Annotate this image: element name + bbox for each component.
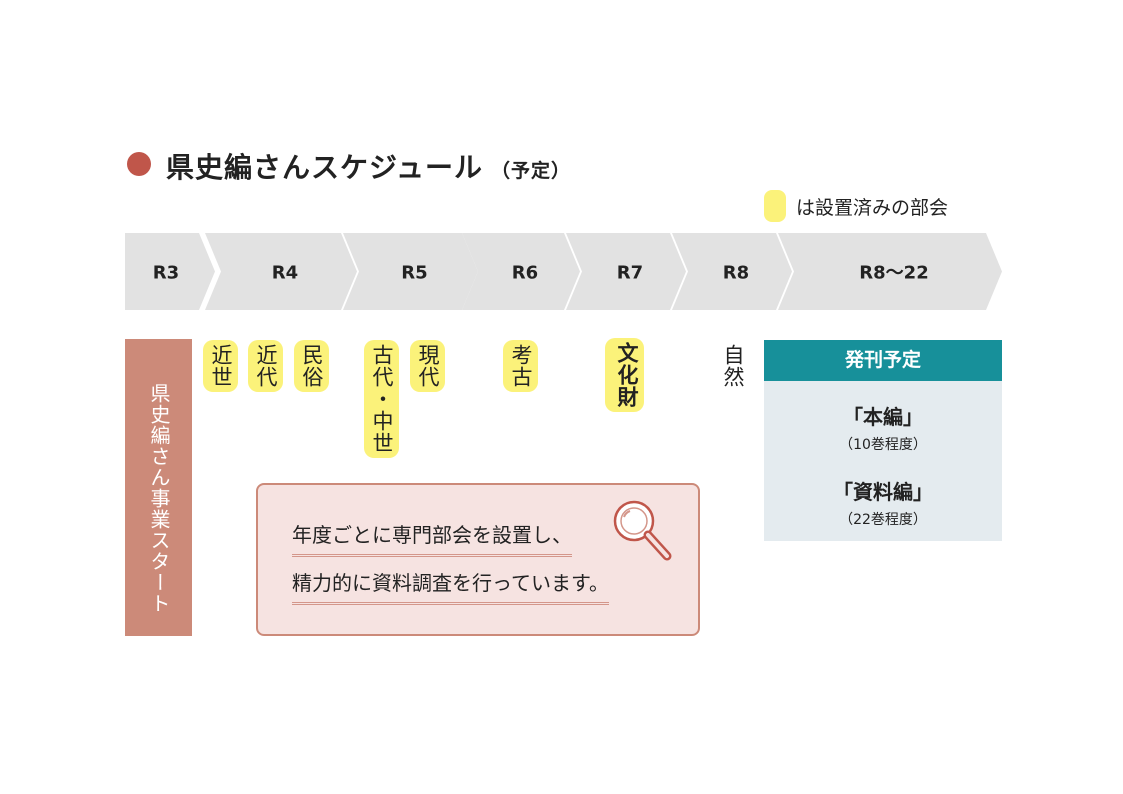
publication-title-2: 「資料編」: [833, 480, 933, 504]
committee-kinsei: 近世: [203, 340, 238, 392]
timeline-segment: [462, 233, 580, 310]
committee-kindai: 近代: [248, 340, 283, 392]
timeline-segment: [672, 233, 792, 310]
publication-detail-1: （10巻程度）: [839, 437, 927, 453]
timeline-label: R4: [272, 263, 298, 284]
timeline-label: R8: [723, 263, 749, 284]
magnifier-icon: [613, 500, 672, 561]
publication-header: 発刊予定: [764, 340, 1002, 381]
note-line-1: 年度ごとに専門部会を設置し、: [292, 519, 572, 557]
legend-swatch: [764, 190, 786, 222]
committee-minzoku: 民俗: [294, 340, 329, 392]
timeline-segment: [343, 233, 478, 310]
committee-gendai: 現代: [410, 340, 445, 392]
timeline-segment: [125, 233, 215, 310]
title-sub: （予定）: [491, 160, 572, 182]
publication-panel: 発刊予定 「本編」 （10巻程度） 「資料編」 （22巻程度）: [764, 340, 1002, 541]
committee-kouko: 考古: [503, 340, 538, 392]
note-line-2: 精力的に資料調査を行っています。: [292, 567, 609, 605]
timeline-label: R5: [401, 263, 427, 284]
timeline-label: R8〜22: [859, 263, 928, 284]
timeline-label: R3: [153, 263, 179, 284]
timeline-segment: [566, 233, 686, 310]
timeline-label: R7: [617, 263, 643, 284]
committee-kodai-chusei: 古代・中世: [364, 340, 399, 458]
legend-text: は設置済みの部会: [796, 197, 949, 219]
publication-title-1: 「本編」: [843, 405, 923, 429]
timeline-segment: [778, 233, 1002, 310]
publication-detail-2: （22巻程度）: [839, 512, 927, 528]
title-bullet-icon: [127, 152, 151, 176]
title-main: 県史編さんスケジュール: [166, 151, 484, 184]
timeline-segment: [205, 233, 357, 310]
committee-bunkazai: 文化財: [605, 338, 644, 412]
start-bar: 県史編さん事業スタート: [125, 339, 192, 636]
note-box: 年度ごとに専門部会を設置し、 精力的に資料調査を行っています。: [256, 483, 700, 636]
page-title: 県史編さんスケジュール （予定）: [166, 146, 571, 186]
timeline-label: R6: [512, 263, 538, 284]
committee-shizen: 自然: [721, 344, 745, 388]
